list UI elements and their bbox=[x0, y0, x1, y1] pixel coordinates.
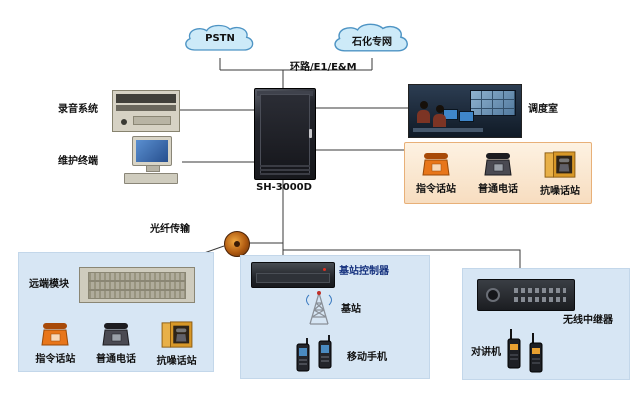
ordinary-phone-item: 普通电话 bbox=[478, 151, 518, 195]
noise-proof-phone-label: 抗噪话站 bbox=[540, 186, 580, 197]
ordinary-phone-icon bbox=[102, 323, 130, 346]
keyboard-icon bbox=[124, 173, 178, 184]
sh3000d-cabinet-image bbox=[254, 88, 316, 180]
operator-icon bbox=[433, 105, 446, 127]
wireless-repeater-image bbox=[477, 279, 575, 311]
trunk-label: 环路/E1/E&M bbox=[290, 62, 357, 73]
recording-system-image bbox=[112, 90, 180, 132]
pstn-label: PSTN bbox=[205, 33, 235, 44]
base-station-controller-label: 基站控制器 bbox=[339, 266, 389, 277]
noise-proof-phone-item: 抗噪话站 bbox=[540, 151, 580, 197]
base-station-controller-image bbox=[251, 262, 335, 288]
mobile-phone-label: 移动手机 bbox=[347, 352, 387, 363]
command-phone-icon bbox=[422, 153, 450, 176]
mobile-handset-icon bbox=[296, 338, 310, 372]
recording-system-label: 录音系统 bbox=[58, 104, 98, 115]
monitor-icon bbox=[132, 136, 172, 166]
mobile-handset-icon bbox=[318, 335, 332, 369]
wall-screen-icon bbox=[470, 90, 516, 116]
dispatch-room-label: 调度室 bbox=[528, 104, 558, 115]
ordinary-phone-icon bbox=[484, 153, 512, 176]
operator-icon bbox=[417, 101, 430, 123]
command-phone-item: 指令话站 bbox=[416, 151, 456, 195]
command-phone-icon bbox=[41, 323, 69, 346]
base-station-label: 基站 bbox=[341, 304, 361, 315]
base-station-panel: 基站控制器 基站 移动手机 bbox=[240, 255, 430, 379]
command-phone-label: 指令话站 bbox=[416, 184, 456, 195]
noise-proof-phone-icon bbox=[544, 151, 576, 178]
ordinary-phone-label: 普通电话 bbox=[95, 354, 136, 365]
maintenance-terminal-label: 维护终端 bbox=[58, 156, 98, 167]
fiber-transmission-label: 光纤传输 bbox=[150, 224, 190, 235]
wireless-repeater-label: 无线中继器 bbox=[563, 315, 613, 326]
remote-module-panel: 远端模块 指令话站 普通电话 bbox=[18, 252, 214, 372]
cabinet-label: SH-3000D bbox=[256, 182, 312, 193]
walkie-talkie-icon bbox=[529, 333, 543, 373]
noise-proof-phone-label: 抗噪话站 bbox=[156, 356, 197, 367]
fiber-coil-icon bbox=[224, 231, 250, 257]
dispatch-room-image bbox=[408, 84, 522, 138]
station-phones-panel: 指令话站 普通电话 抗噪话站 bbox=[404, 142, 592, 204]
pstn-cloud: PSTN bbox=[180, 22, 260, 58]
ordinary-phone-label: 普通电话 bbox=[478, 184, 518, 195]
command-phone-label: 指令话站 bbox=[35, 354, 76, 365]
petro-network-cloud: 石化专网 bbox=[326, 22, 418, 58]
wireless-repeater-panel: 无线中继器 对讲机 bbox=[462, 268, 630, 380]
noise-proof-phone-item: 抗噪话站 bbox=[157, 321, 197, 367]
remote-module-rack-image bbox=[79, 267, 195, 303]
remote-phones-row: 指令话站 普通电话 抗噪话站 bbox=[25, 321, 207, 367]
remote-module-label: 远端模块 bbox=[29, 279, 69, 290]
base-station-antenna-icon bbox=[306, 291, 332, 325]
walkie-talkie-icon bbox=[507, 329, 521, 369]
ordinary-phone-item: 普通电话 bbox=[96, 321, 136, 367]
cloud-icon bbox=[334, 23, 408, 52]
maintenance-terminal-image bbox=[124, 136, 182, 188]
walkie-talkie-label: 对讲机 bbox=[471, 347, 501, 358]
cloud-icon bbox=[185, 24, 254, 51]
noise-proof-phone-icon bbox=[161, 321, 193, 348]
command-phone-item: 指令话站 bbox=[35, 321, 75, 367]
petro-network-label: 石化专网 bbox=[352, 37, 392, 48]
